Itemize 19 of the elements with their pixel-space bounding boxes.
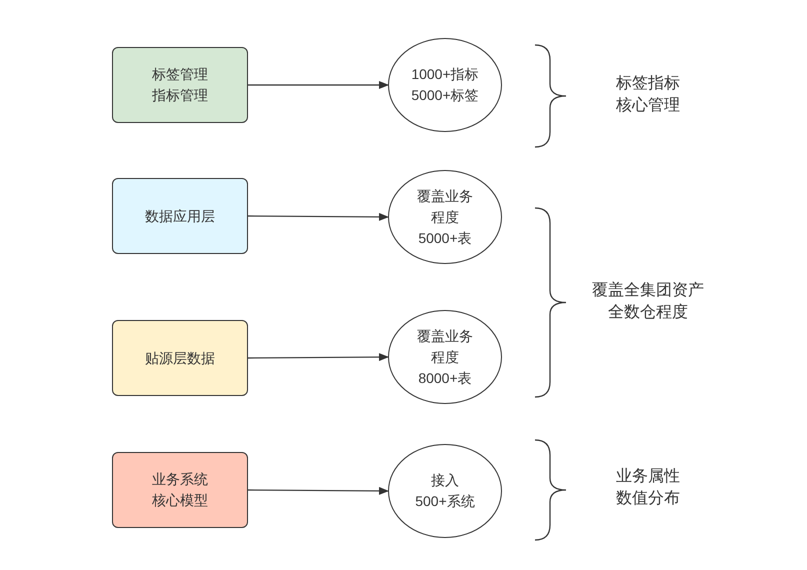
- arrow: [248, 81, 389, 89]
- bracket-label: 标签指标核心管理: [615, 74, 681, 116]
- bracket-label: 业务属性数值分布: [615, 466, 681, 509]
- process-box: [112, 178, 248, 254]
- node-text: 业务系统核心模型: [151, 470, 209, 510]
- process-box: [112, 47, 248, 123]
- arrow: [248, 486, 389, 495]
- node-text: 覆盖业务程度 8000+表: [416, 326, 474, 388]
- node-text: 贴源层数据: [144, 348, 216, 368]
- node-text: 数据应用层: [144, 206, 216, 226]
- arrow: [248, 212, 389, 221]
- process-box: [112, 320, 248, 396]
- node-text: 覆盖业务程度 5000+表: [416, 186, 474, 248]
- node-text: 1000+指标 5000+标签: [410, 65, 480, 105]
- arrow: [248, 353, 389, 362]
- process-box: [112, 452, 248, 528]
- bracket-label: 覆盖全集团资产全数仓程度: [591, 280, 705, 323]
- node-text: 标签管理指标管理: [151, 65, 209, 105]
- node-text: 接入 500+系统: [414, 471, 476, 511]
